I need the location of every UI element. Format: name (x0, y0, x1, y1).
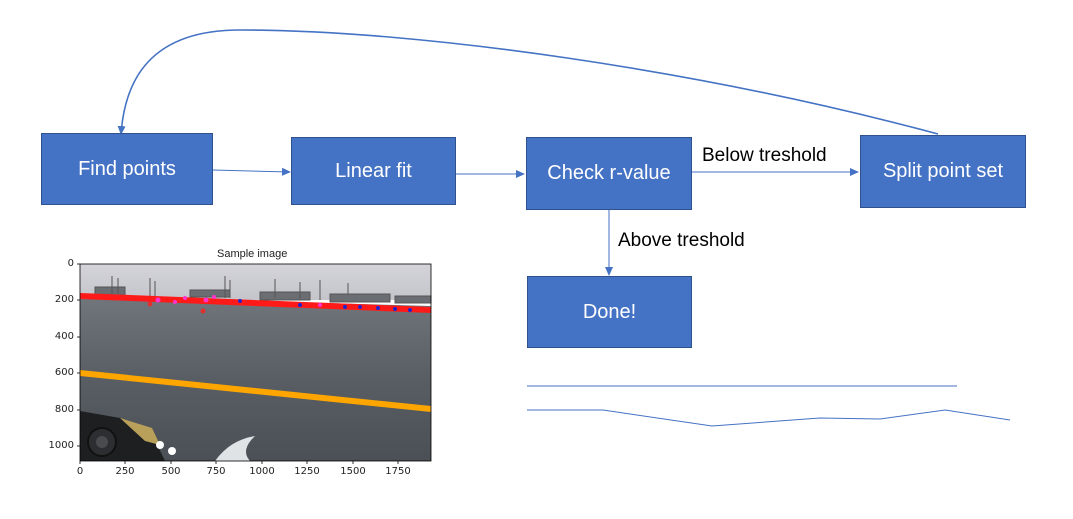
done-box: Done! (527, 276, 692, 348)
above-threshold-label: Above treshold (618, 230, 745, 251)
y-tick-marks (77, 263, 80, 447)
x-tick-label: 0 (76, 466, 84, 477)
below-threshold-label: Below treshold (702, 145, 827, 166)
y-tick-label: 200 (54, 294, 74, 305)
linear-fit-box: Linear fit (291, 137, 456, 205)
y-tick-label: 800 (54, 404, 74, 415)
horizon-fit-band (80, 293, 431, 313)
linear-fit-label: Linear fit (335, 159, 412, 182)
y-tick-label: 600 (54, 367, 74, 378)
done-label: Done! (582, 300, 637, 323)
x-tick-label: 1250 (294, 466, 320, 477)
y-tick-label: 1000 (48, 440, 74, 451)
boat-foreground (80, 411, 255, 461)
detected-points (147, 295, 412, 314)
x-tick-label: 250 (115, 466, 135, 477)
split-point-set-box: Split point set (860, 135, 1026, 208)
check-r-value-label: Check r-value (547, 162, 671, 184)
find-points-label: Find points (78, 157, 176, 180)
plot-title: Sample image (217, 248, 288, 260)
loop-back-arrow (117, 29, 939, 135)
water-region (80, 296, 431, 461)
x-tick-label: 1000 (249, 466, 275, 477)
split-point-set-label: Split point set (882, 160, 1004, 182)
y-tick-label: 400 (54, 331, 74, 342)
check-r-value-box: Check r-value (526, 137, 692, 210)
plot-axes-frame (79, 263, 432, 462)
orange-fit-line (80, 370, 431, 412)
x-tick-label: 750 (206, 466, 226, 477)
x-tick-label: 1750 (385, 466, 411, 477)
x-tick-marks (79, 461, 399, 464)
find-points-box: Find points (41, 133, 213, 205)
x-tick-label: 500 (161, 466, 181, 477)
arrow-find-to-fit (212, 167, 291, 176)
decorative-zigzag-line (527, 409, 1011, 427)
y-tick-label: 0 (67, 258, 74, 269)
x-tick-label: 1500 (340, 466, 366, 477)
